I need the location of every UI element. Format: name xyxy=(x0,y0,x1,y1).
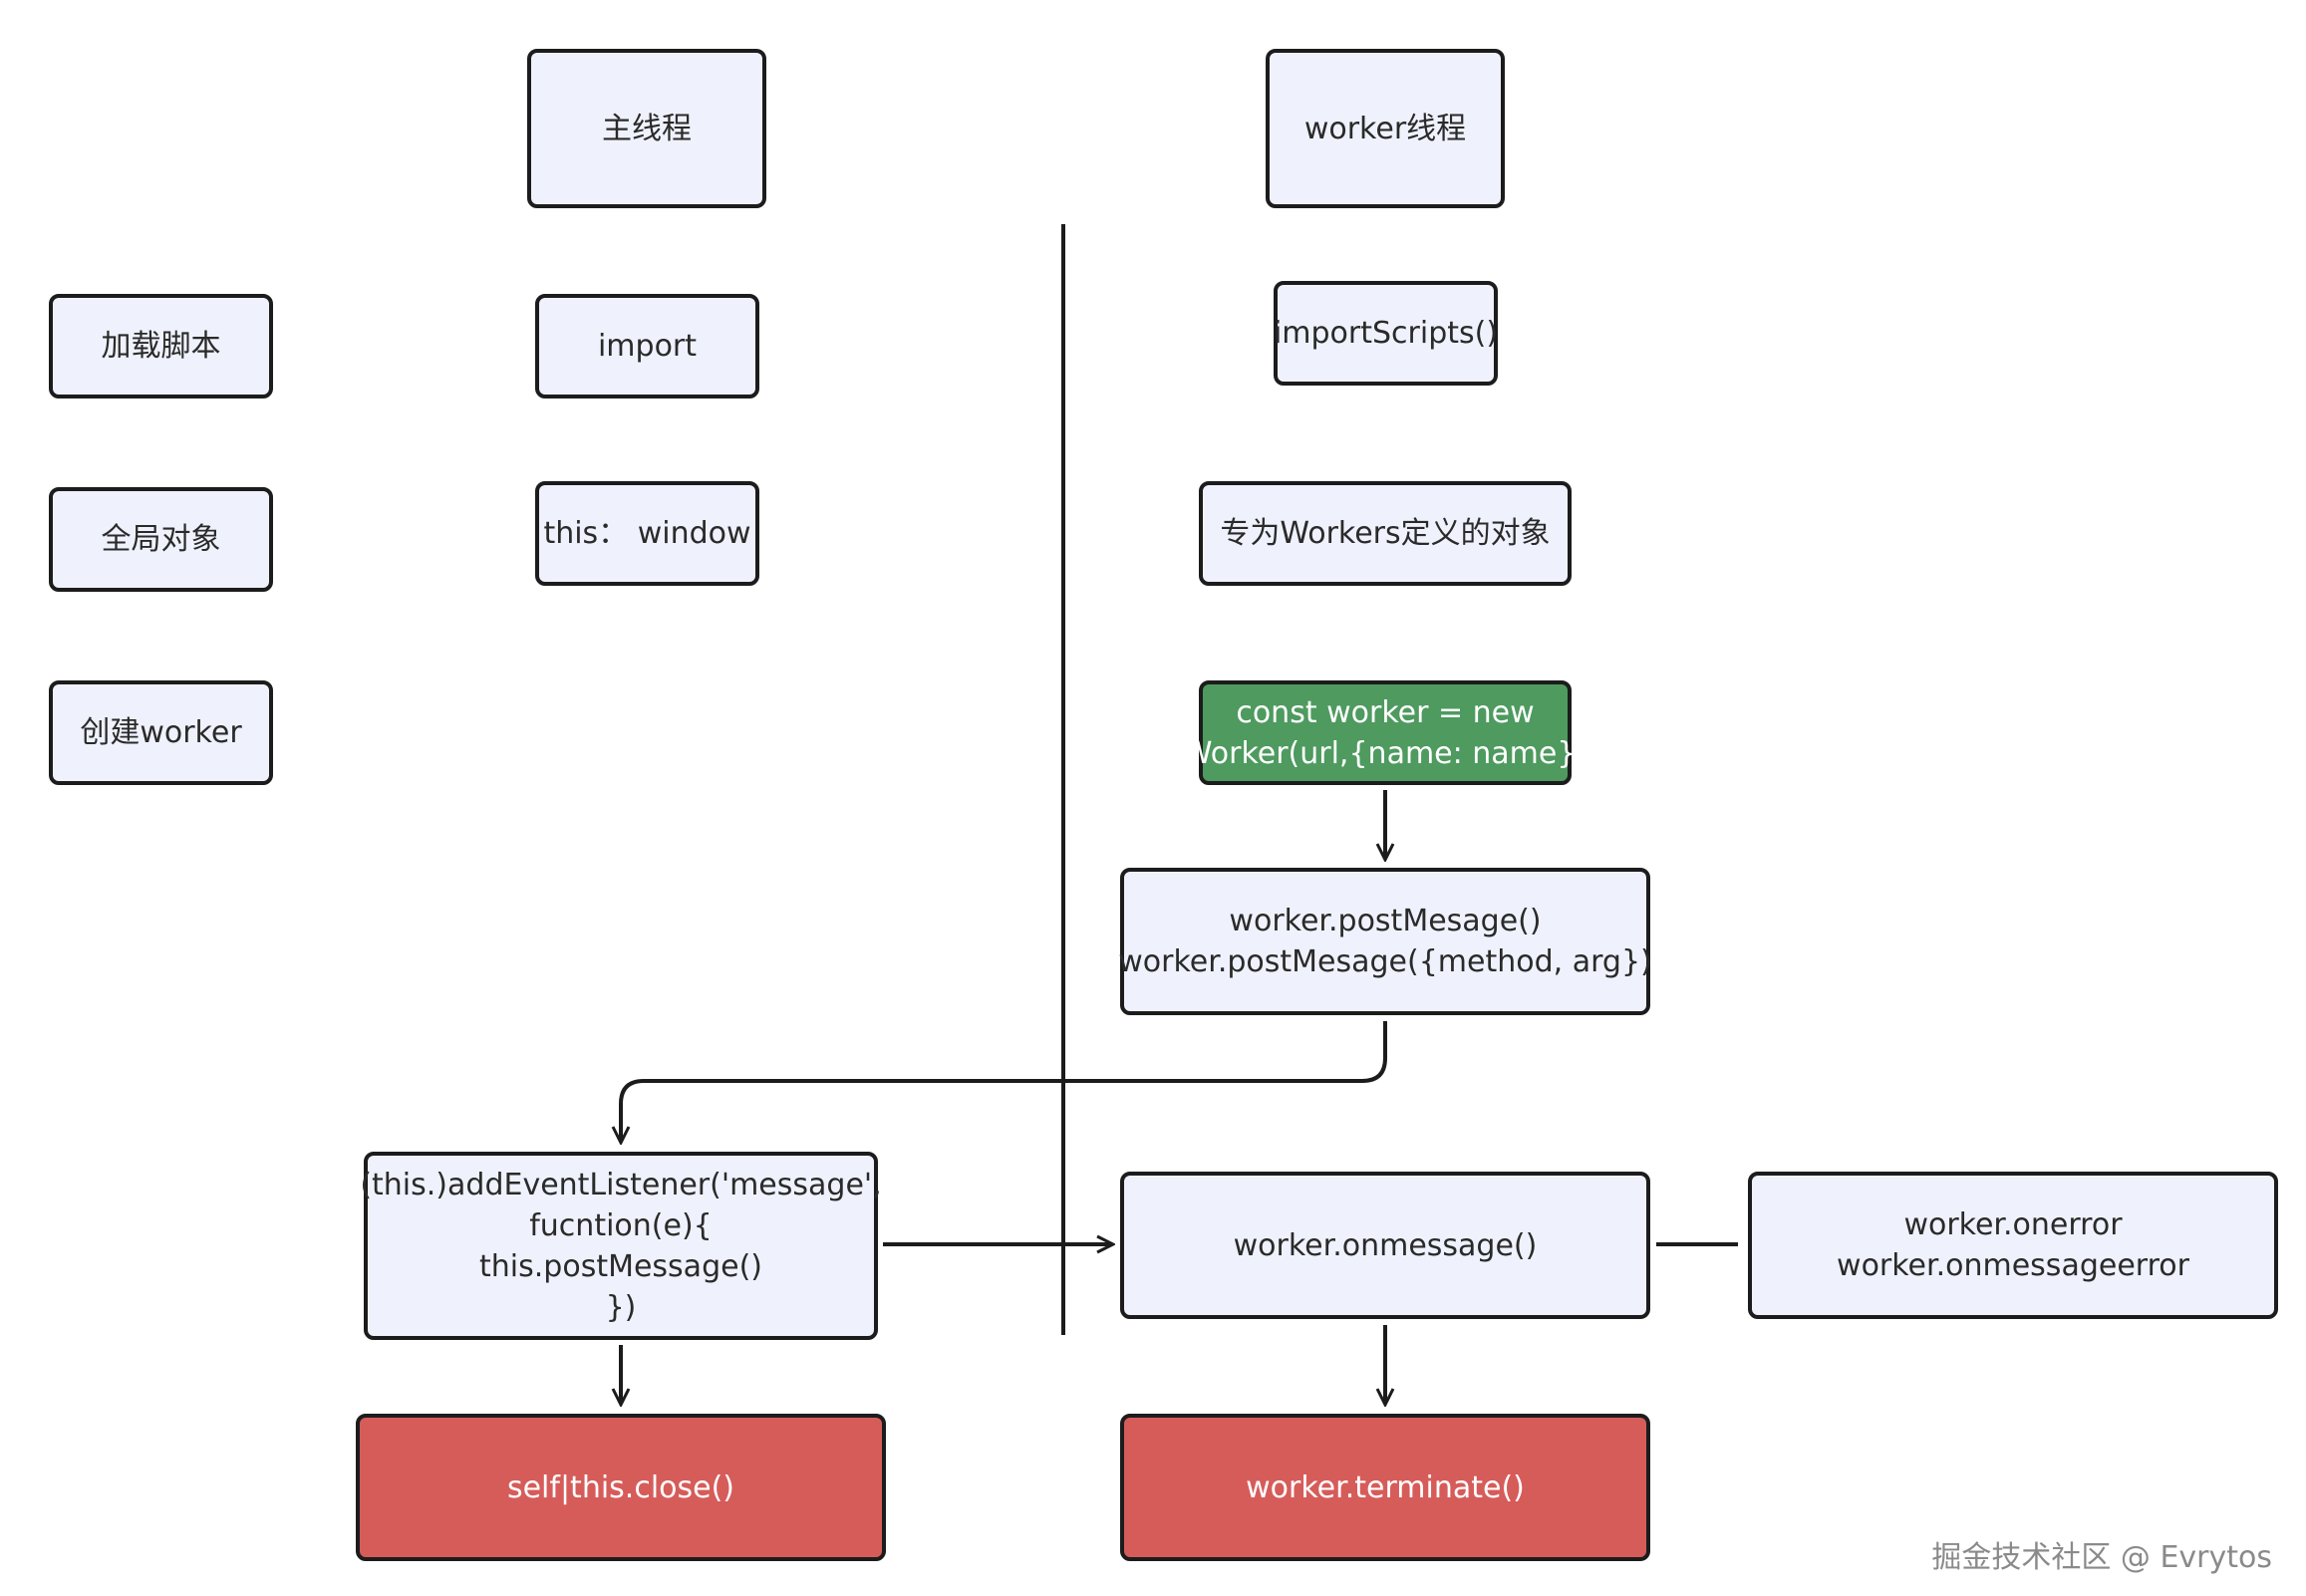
worker-import-scripts-box: importScripts() xyxy=(1274,281,1498,386)
worker-postmessage-line: worker.postMesage() xyxy=(1229,904,1542,938)
main-import-text: import xyxy=(597,329,698,364)
main-event-listener-line: fucntion(e){ xyxy=(529,1207,713,1243)
worker-error-handlers-line: worker.onerror xyxy=(1903,1207,2123,1242)
row-label-create-worker: 创建worker xyxy=(49,680,273,785)
worker-postmessage-box: worker.postMesage() worker.postMesage({m… xyxy=(1118,868,1652,1015)
main-import-box: import xyxy=(535,294,759,399)
main-this-window-text: this： window xyxy=(543,516,751,551)
main-event-listener-line: (this.)addEventListener('message', xyxy=(360,1167,882,1202)
worker-onmessage-box: worker.onmessage() xyxy=(1120,1172,1650,1319)
worker-onmessage-text: worker.onmessage() xyxy=(1233,1227,1538,1263)
worker-global-object-box: 专为Workers定义的对象 xyxy=(1199,481,1572,586)
row-label-load-script: 加载脚本 xyxy=(49,294,273,399)
main-close-box: self|this.close() xyxy=(356,1414,886,1561)
main-event-listener-box: (this.)addEventListener('message', fucnt… xyxy=(360,1152,882,1340)
row-label-global-object-text: 全局对象 xyxy=(101,522,221,557)
main-event-listener-line: this.postMessage() xyxy=(479,1248,762,1284)
arrow-post-to-listener xyxy=(621,1021,1387,1142)
header-worker-thread: worker线程 xyxy=(1266,49,1505,208)
header-main-thread: 主线程 xyxy=(527,49,766,208)
header-worker-thread-label: worker线程 xyxy=(1303,111,1467,146)
row-label-create-worker-text: 创建worker xyxy=(80,715,242,750)
create-worker-line: Worker(url,{name: name}) xyxy=(1182,735,1588,771)
worker-global-object-text: 专为Workers定义的对象 xyxy=(1220,516,1551,551)
row-label-global-object: 全局对象 xyxy=(49,487,273,592)
create-worker-box: const worker = new Worker(url,{name: nam… xyxy=(1183,680,1587,785)
main-event-listener-line: }) xyxy=(605,1289,637,1325)
watermark: 掘金技术社区 @ Evrytos xyxy=(1931,1540,2272,1575)
worker-error-handlers-line: worker.onmessageerror xyxy=(1837,1248,2189,1283)
worker-terminate-box: worker.terminate() xyxy=(1120,1414,1650,1561)
create-worker-line: const worker = new xyxy=(1236,694,1535,730)
header-main-thread-label: 主线程 xyxy=(602,111,692,146)
worker-error-handlers-box: worker.onerror worker.onmessageerror xyxy=(1748,1172,2278,1319)
worker-terminate-text: worker.terminate() xyxy=(1246,1469,1525,1505)
worker-import-scripts-text: importScripts() xyxy=(1273,316,1499,351)
row-label-load-script-text: 加载脚本 xyxy=(101,329,221,364)
worker-postmessage-line: worker.postMesage({method, arg}) xyxy=(1118,944,1652,979)
main-close-text: self|this.close() xyxy=(506,1469,735,1505)
main-this-window-box: this： window xyxy=(535,481,759,586)
